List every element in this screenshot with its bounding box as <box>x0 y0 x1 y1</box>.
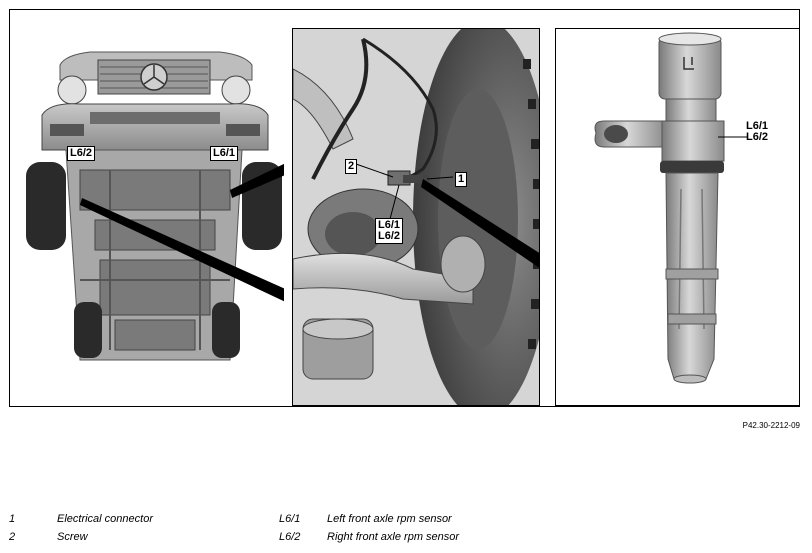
legend-text: Right front axle rpm sensor <box>327 531 460 543</box>
sensor-label: L6/1 L6/2 <box>746 121 768 143</box>
legend-key: 1 <box>9 513 16 525</box>
vehicle-label-right-sensor: L6/1 <box>210 146 239 161</box>
legend-key: L6/1 <box>279 513 301 525</box>
legend-key: 2 <box>9 531 16 543</box>
rpm-sensor-illustration: L6/1 L6/2 <box>555 28 800 406</box>
detail-label-sensor-line2: L6/2 <box>378 230 401 242</box>
legend-key: L6/2 <box>279 531 301 543</box>
detail-label-sensor-line1: L6/1 <box>378 219 401 231</box>
legend-text: Electrical connector <box>57 513 153 525</box>
legend-text: Screw <box>57 531 88 543</box>
detail-label-sensor: L6/1 L6/2 <box>375 218 404 244</box>
figure-frame: L6/2 L6/1 <box>9 9 800 407</box>
detail-label-connector: 1 <box>455 172 468 187</box>
sensor-label-line1: L6/1 <box>746 120 769 132</box>
detail-label-screw: 2 <box>345 159 358 174</box>
figure-code: P42.30-2212-09 <box>742 421 800 430</box>
wheel-hub-detail-illustration: 2 1 L6/1 L6/2 <box>292 28 540 406</box>
sensor-label-line2: L6/2 <box>746 131 769 143</box>
vehicle-label-left-sensor: L6/2 <box>67 146 96 161</box>
legend-text: Left front axle rpm sensor <box>327 513 452 525</box>
vehicle-underside-illustration: L6/2 L6/1 <box>20 20 284 406</box>
